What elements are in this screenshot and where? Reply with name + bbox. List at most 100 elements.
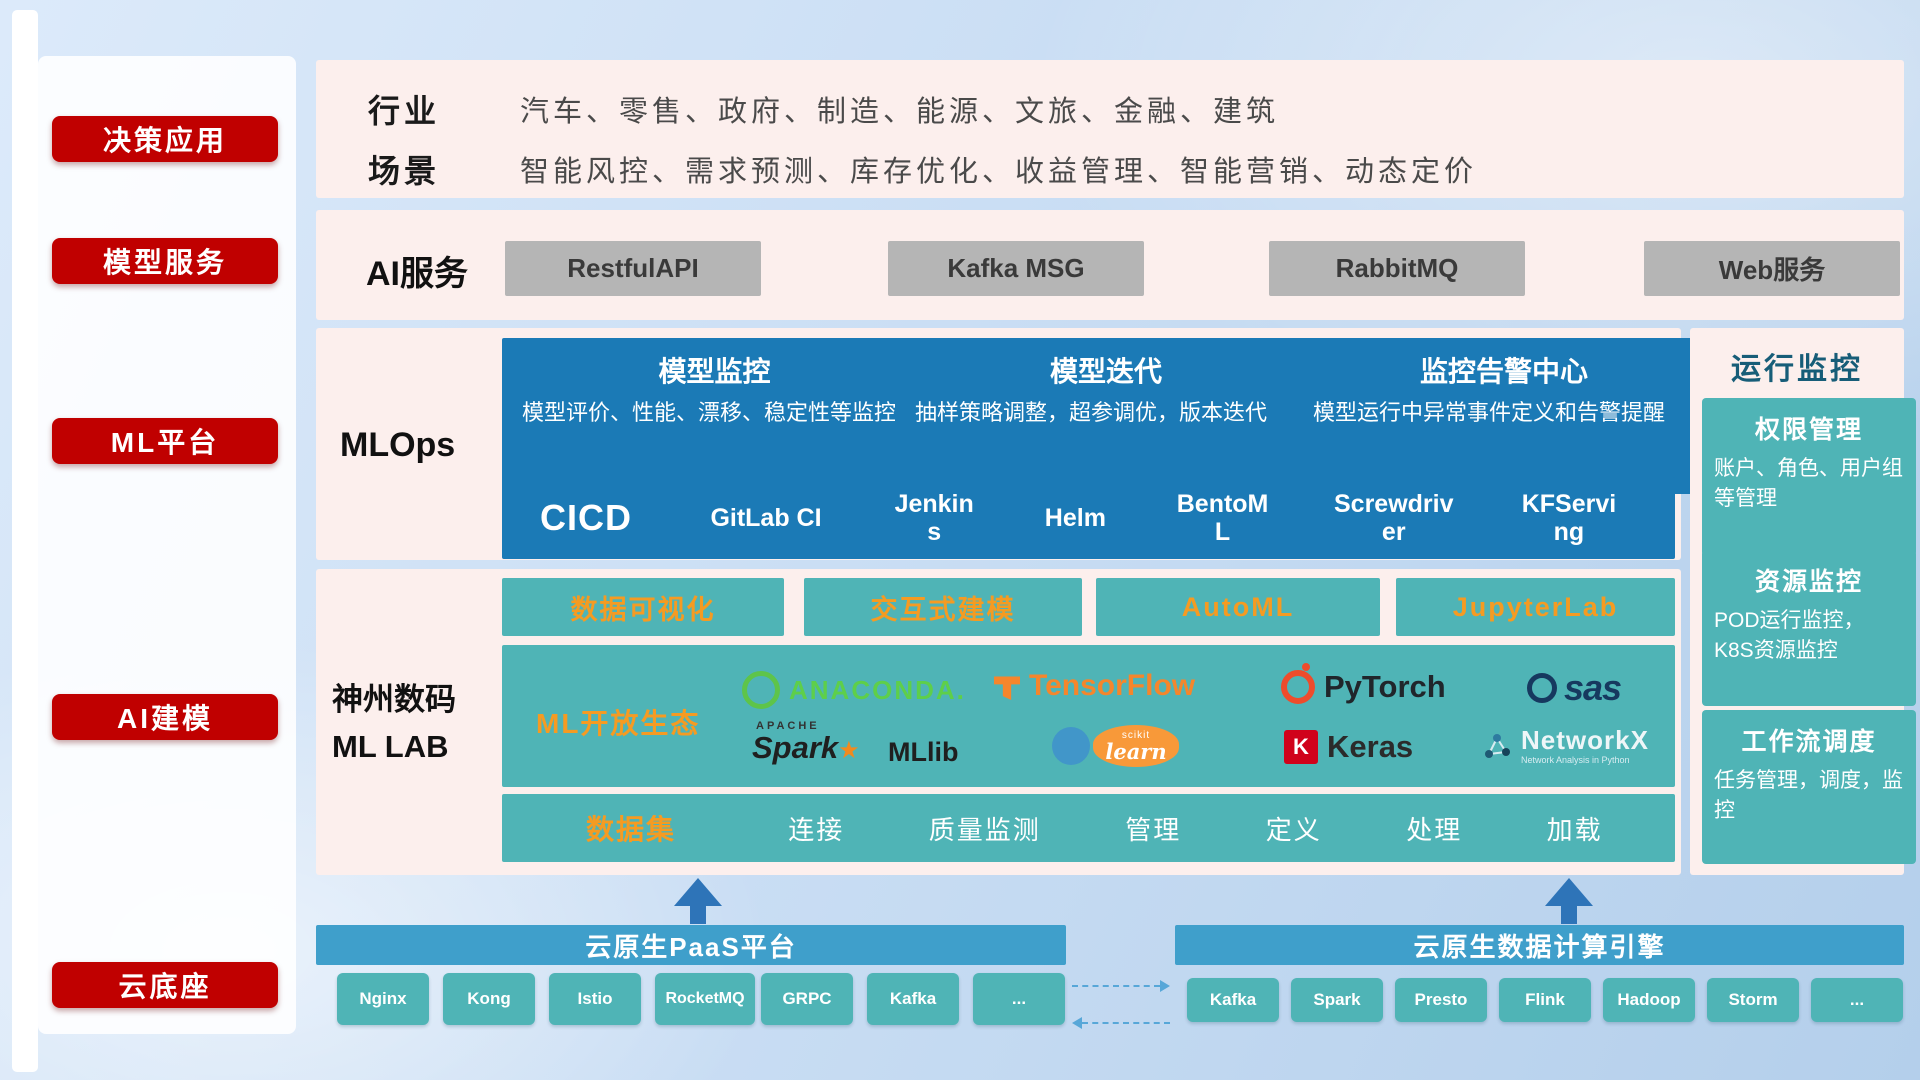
networkx-wordmark: NetworkX Network Analysis in Python — [1521, 727, 1649, 765]
card-title: 模型迭代 — [1049, 356, 1162, 387]
spark-apache-text: APACHE — [756, 720, 820, 732]
mlops-label: MLOps — [340, 426, 456, 464]
layer-chip-ai-modeling[interactable]: AI建模 — [52, 694, 278, 740]
industry-scenario-band — [316, 60, 1904, 198]
mlops-card-alert-center: 监控告警中心 模型运行中异常事件定义和告警提醒 — [1293, 338, 1715, 494]
tech-chip-flink[interactable]: Flink — [1499, 978, 1591, 1022]
mlops-card-model-monitoring: 模型监控 模型评价、性能、漂移、稳定性等监控 — [502, 338, 927, 494]
networkx-text: NetworkX — [1521, 725, 1649, 755]
layer-chip-cloud-base[interactable]: 云底座 — [52, 962, 278, 1008]
tech-chip-hadoop[interactable]: Hadoop — [1603, 978, 1695, 1022]
monitor-card-workflow: 工作流调度 任务管理，调度，监控 — [1702, 710, 1916, 864]
cicd-tool-list: GitLab CI Jenkins Helm BentoML Screwdriv… — [702, 490, 1675, 546]
mllab-label-line1: 神州数码 — [332, 682, 456, 717]
sas-text: sas — [1564, 667, 1622, 708]
spark-wordmark: APACHE Spark★ — [752, 720, 860, 765]
tech-chip-more-right[interactable]: ... — [1811, 978, 1903, 1022]
spark-star-icon: ★ — [838, 737, 860, 764]
card-desc: 抽样策略调整，超参调优，版本迭代 — [915, 400, 1268, 425]
feature-button-interactive-modeling[interactable]: 交互式建模 — [804, 578, 1082, 636]
anaconda-logo: ANACONDA. — [742, 671, 966, 709]
layer-chip-model-services[interactable]: 模型服务 — [52, 238, 278, 284]
card-desc: POD运行监控，K8S资源监控 — [1714, 609, 1865, 663]
spark-text: Spark★ — [752, 730, 860, 765]
tensorflow-text: TensorFlow — [1029, 669, 1196, 702]
sas-icon — [1527, 673, 1557, 703]
card-title: 权限管理 — [1754, 416, 1863, 444]
dashed-connector-right — [1072, 985, 1160, 987]
up-arrow-right-icon — [1545, 878, 1593, 906]
tech-chip-rocketmq[interactable]: RocketMQ — [655, 973, 755, 1025]
anaconda-icon — [742, 671, 780, 709]
left-accent-bar — [12, 10, 38, 1072]
dataset-item-list: 连接 质量监测 管理 定义 处理 加载 — [746, 810, 1645, 847]
dataset-item-load: 加载 — [1546, 814, 1603, 845]
api-button-rabbitmq[interactable]: RabbitMQ — [1269, 241, 1525, 296]
card-title: 模型监控 — [658, 356, 771, 387]
mllib-text: MLlib — [888, 737, 959, 767]
tech-chip-istio[interactable]: Istio — [549, 973, 641, 1025]
layer-sidebar — [38, 56, 296, 1034]
tech-chip-kong[interactable]: Kong — [443, 973, 535, 1025]
dataset-item-manage: 管理 — [1125, 814, 1182, 845]
card-title: 资源监控 — [1754, 568, 1863, 596]
scenario-label: 场景 — [368, 153, 441, 189]
mllab-label-line2: ML LAB — [332, 728, 449, 764]
card-desc: 模型评价、性能、漂移、稳定性等监控 — [522, 400, 897, 425]
dashed-arrowhead-right-icon — [1160, 980, 1170, 992]
card-title: 监控告警中心 — [1419, 356, 1588, 387]
tech-chip-kafka-left[interactable]: Kafka — [867, 973, 959, 1025]
card-title: 工作流调度 — [1741, 728, 1877, 756]
networkx-logo: NetworkX Network Analysis in Python — [1482, 727, 1649, 765]
runtime-monitor-title: 运行监控 — [1731, 353, 1863, 386]
spark-logo: APACHE Spark★ — [752, 720, 860, 765]
keras-text: Keras — [1327, 729, 1414, 764]
api-button-kafka-msg[interactable]: Kafka MSG — [888, 241, 1144, 296]
scikit-learn-icon — [1052, 727, 1090, 765]
eco-label: ML开放生态 — [536, 708, 701, 739]
paas-platform-header: 云原生PaaS平台 — [316, 925, 1066, 965]
layer-chip-decision-apps[interactable]: 决策应用 — [52, 116, 278, 162]
keras-logo: K Keras — [1284, 729, 1413, 765]
tech-chip-presto[interactable]: Presto — [1395, 978, 1487, 1022]
scenario-list: 智能风控、需求预测、库存优化、收益管理、智能营销、动态定价 — [520, 156, 1478, 188]
mlops-card-model-iteration: 模型迭代 抽样策略调整，超参调优，版本迭代 — [895, 338, 1317, 494]
tech-chip-grpc[interactable]: GRPC — [761, 973, 853, 1025]
api-button-web-service[interactable]: Web服务 — [1644, 241, 1900, 296]
tensorflow-logo: TensorFlow — [994, 669, 1195, 703]
sas-logo: sas — [1527, 667, 1622, 709]
dataset-item-process: 处理 — [1406, 814, 1463, 845]
ml-open-ecosystem-box: ML开放生态 ANACONDA. TensorFlow PyTorch sas … — [502, 645, 1675, 787]
dataset-item-connect: 连接 — [788, 814, 845, 845]
anaconda-text: ANACONDA. — [789, 674, 966, 705]
mllib-logo: MLlib — [888, 737, 958, 768]
tech-chip-nginx[interactable]: Nginx — [337, 973, 429, 1025]
tech-chip-spark[interactable]: Spark — [1291, 978, 1383, 1022]
pytorch-logo: PyTorch — [1281, 663, 1446, 705]
ai-service-label: AI服务 — [366, 255, 468, 293]
networkx-icon — [1485, 734, 1510, 758]
tech-chip-storm[interactable]: Storm — [1707, 978, 1799, 1022]
scikit-learn-badge: scikit learn — [1093, 725, 1179, 767]
networkx-subtext: Network Analysis in Python — [1521, 755, 1630, 765]
pytorch-icon — [1281, 663, 1315, 704]
api-button-restfulapi[interactable]: RestfulAPI — [505, 241, 761, 296]
monitor-card-resources: 资源监控 POD运行监控，K8S资源监控 — [1702, 550, 1916, 706]
layer-chip-ml-platform[interactable]: ML平台 — [52, 418, 278, 464]
industry-list: 汽车、零售、政府、制造、能源、文旅、金融、建筑 — [520, 96, 1280, 128]
cicd-tool-gitlab-ci: GitLab CI — [710, 504, 822, 532]
cicd-tool-kfserving: KFServing — [1521, 490, 1617, 546]
up-arrow-right-stem — [1561, 906, 1577, 924]
pytorch-text: PyTorch — [1324, 669, 1446, 704]
tech-chip-kafka-right[interactable]: Kafka — [1187, 978, 1279, 1022]
scikit-small-text: scikit — [1121, 729, 1151, 741]
dashed-connector-left — [1082, 1022, 1170, 1024]
scikit-learn-logo: scikit learn — [1052, 725, 1179, 767]
dataset-item-define: 定义 — [1265, 814, 1322, 845]
feature-button-jupyterlab[interactable]: JupyterLab — [1396, 578, 1675, 636]
feature-button-data-visualization[interactable]: 数据可视化 — [502, 578, 784, 636]
feature-button-automl[interactable]: AutoML — [1096, 578, 1380, 636]
tech-chip-more-left[interactable]: ... — [973, 973, 1065, 1025]
card-desc: 任务管理，调度，监控 — [1714, 769, 1903, 823]
